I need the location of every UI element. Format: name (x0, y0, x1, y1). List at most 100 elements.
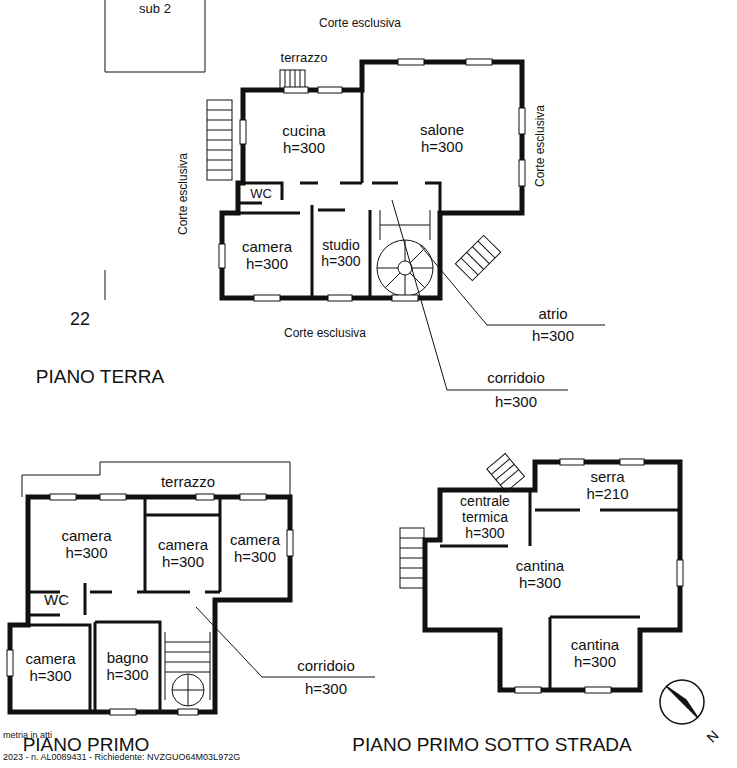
room: camerah=300 (222, 500, 288, 598)
plan-line (10, 625, 90, 712)
plan-line (254, 295, 280, 301)
stamp-note: 2023 - n. AL0089431 - Richiedente: NVZGU… (3, 753, 240, 763)
plan-line (219, 497, 222, 592)
terrace-outline (22, 462, 290, 497)
room: studioh=300 (314, 215, 368, 293)
plan-line (207, 100, 232, 180)
plan-line (287, 530, 293, 556)
plan-line (22, 462, 290, 497)
floor-title: PIANO TERRA (36, 367, 164, 388)
plan-line (172, 674, 204, 706)
plan-line (95, 622, 160, 712)
plan-line (205, 591, 220, 594)
plan-line (377, 240, 433, 296)
exterior-stair (207, 70, 501, 281)
plan-label: N (704, 728, 722, 746)
plan-label: corridoio (487, 370, 545, 387)
room: camerah=300 (30, 500, 143, 590)
inner-walls (10, 497, 220, 712)
plan-line (420, 245, 605, 325)
room: WC (240, 185, 282, 203)
spiral-stair (377, 210, 433, 296)
leader-lines (196, 200, 605, 677)
room-name: bagno (107, 650, 149, 667)
plan-line (144, 497, 147, 592)
room: centrale termicah=300 (442, 492, 528, 544)
plan-line (369, 210, 372, 298)
outer-walls (222, 62, 522, 298)
room-name: camera (242, 239, 292, 256)
plan-line (165, 642, 210, 672)
plan-line (560, 459, 584, 465)
room-name: camera (158, 537, 208, 554)
room-height: h=300 (106, 667, 148, 684)
plan-line (677, 560, 683, 586)
plan-line (284, 87, 308, 93)
plan-line (100, 494, 126, 500)
plan-line (207, 110, 232, 170)
room-name: cucina (282, 123, 325, 140)
floor-title: PIANO PRIMO SOTTO STRADA (352, 735, 631, 756)
plan-line (219, 244, 225, 268)
plan-line (392, 200, 568, 390)
plan-line (110, 709, 136, 715)
room: cantinah=300 (440, 545, 640, 605)
plan-line (392, 295, 418, 301)
plan-line (519, 160, 525, 186)
stair (165, 632, 210, 706)
plan-label: sub 2 (139, 2, 171, 16)
plan-line (550, 616, 640, 619)
room: camerah=300 (147, 517, 219, 590)
plan-line (328, 295, 352, 301)
plan-line (600, 509, 680, 512)
plan-line (28, 614, 60, 617)
room-height: h=300 (162, 554, 204, 571)
room-name: camera (230, 532, 280, 549)
room: serrah=210 (537, 464, 678, 508)
plan-line (222, 62, 522, 298)
room-name: WC (250, 187, 272, 202)
plan-label: Corte esclusiva (177, 153, 190, 235)
room: camerah=300 (12, 627, 89, 709)
plan-line (361, 90, 364, 183)
plan-line (7, 0, 704, 724)
plan-line (105, 0, 205, 72)
inner-walls (440, 490, 680, 690)
floor-title: 22 (70, 310, 90, 330)
plan-line (318, 87, 342, 93)
windows (515, 459, 683, 693)
room-height: h=300 (321, 254, 360, 270)
plan-line (425, 183, 440, 213)
plan-line (666, 686, 698, 718)
room-height: h=300 (65, 545, 107, 562)
plan-line (340, 182, 362, 185)
lot-lines (105, 0, 205, 300)
plan-line (660, 680, 704, 724)
plan-line (491, 459, 518, 485)
plan-line (535, 509, 580, 512)
plan-line (318, 209, 345, 212)
room-height: h=300 (283, 140, 325, 157)
room-name: cantina (516, 558, 564, 575)
room-height: h=300 (519, 575, 561, 592)
stamp-note: metria in atti (3, 731, 52, 741)
plan-line (137, 591, 190, 594)
plan-line (519, 108, 525, 134)
room-height: h=300 (465, 526, 504, 542)
plan-line (487, 454, 525, 492)
plan-line (466, 59, 492, 65)
plan-line (145, 514, 220, 517)
plan-line (515, 687, 541, 693)
plan-line (172, 674, 204, 706)
plan-line (487, 454, 525, 492)
plan-line (400, 538, 424, 578)
outer-walls (425, 462, 680, 690)
plan-label: Corte esclusiva (284, 327, 366, 340)
plan-label: terrazzo (281, 51, 328, 65)
room-name: centrale termica (442, 494, 528, 526)
room: saloneh=300 (366, 70, 518, 208)
room-height: h=300 (574, 654, 616, 671)
outer-walls (10, 497, 290, 712)
plan-line (222, 212, 300, 215)
plan-line (620, 459, 644, 465)
